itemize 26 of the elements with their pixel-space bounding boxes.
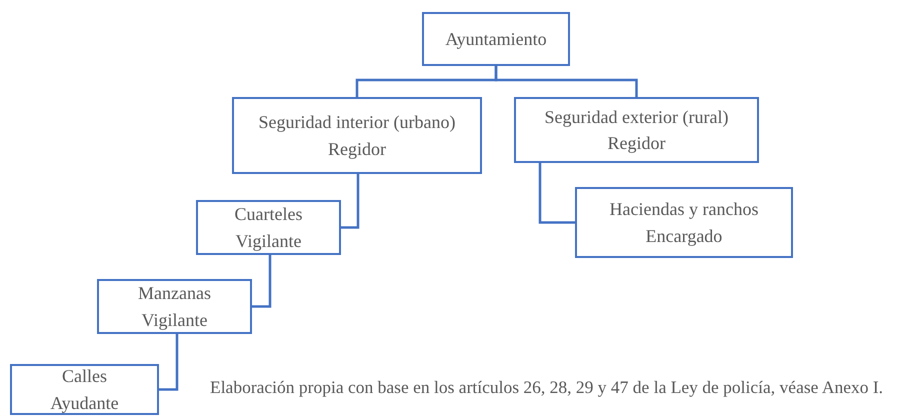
connector-line bbox=[341, 174, 360, 229]
org-box bbox=[575, 187, 793, 258]
role-label: Encargado bbox=[646, 224, 722, 248]
role-label: Vigilante bbox=[142, 308, 208, 332]
org-box bbox=[422, 12, 570, 66]
unit-name: Ayuntamiento bbox=[445, 28, 547, 51]
role-label: Ayudante bbox=[50, 392, 119, 415]
unit-name: Manzanas bbox=[138, 282, 211, 306]
connector-line bbox=[252, 255, 272, 308]
connector-line bbox=[159, 334, 178, 391]
unit-name: Seguridad exterior (rural) bbox=[544, 106, 728, 129]
role-label: Regidor bbox=[608, 132, 666, 155]
role-label: Regidor bbox=[328, 138, 386, 161]
org-box bbox=[514, 97, 759, 163]
connector-line bbox=[494, 66, 638, 97]
unit-name: Haciendas y ranchos bbox=[610, 198, 758, 222]
role-label: Vigilante bbox=[236, 230, 302, 253]
connector-line bbox=[538, 163, 575, 224]
unit-name: Cuarteles bbox=[234, 203, 302, 226]
org-box bbox=[10, 364, 159, 415]
source-note: Elaboración propia con base en los artículos 26, 28, 29 y 47 de la Ley de policía, véase Anexo I. bbox=[210, 376, 884, 399]
org-box bbox=[196, 200, 341, 255]
org-box bbox=[232, 97, 482, 174]
unit-name: Calles bbox=[62, 365, 107, 388]
unit-name: Seguridad interior (urbano) bbox=[258, 111, 456, 134]
org-box bbox=[97, 279, 252, 334]
